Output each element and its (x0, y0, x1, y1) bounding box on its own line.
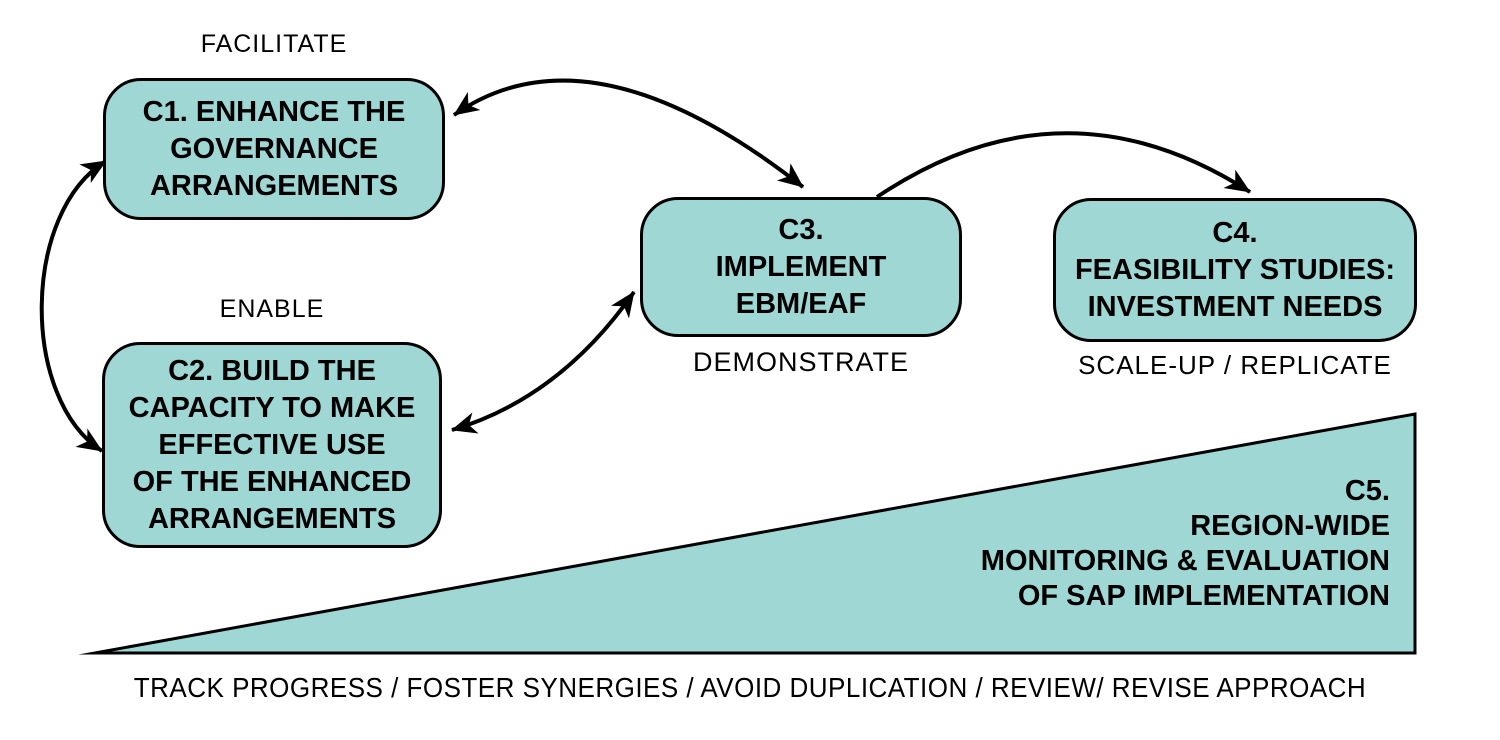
arrow-c3-c4 (875, 131, 1252, 199)
arrow-c2-c3 (451, 290, 636, 434)
scale-up-replicate-label: SCALE-UP / REPLICATE (1078, 350, 1392, 380)
demonstrate-label: DEMONSTRATE (692, 347, 909, 377)
enable-label: ENABLE (219, 295, 325, 323)
c5-triangle-text: C5. REGION-WIDE MONITORING & EVALUATION … (700, 474, 1390, 614)
arrow-c1-c3 (452, 78, 805, 189)
box-c1-enhance-governance: C1. ENHANCE THE GOVERNANCE ARRANGEMENTS (103, 78, 445, 220)
box-c1-line: C1. ENHANCE THE (142, 95, 406, 128)
box-c3-implement-ebm-eaf: C3. IMPLEMENT EBM/EAF (640, 197, 962, 337)
c5-line: REGION-WIDE (1190, 510, 1390, 542)
box-c4-line: FEASIBILITY STUDIES: (1074, 253, 1396, 286)
box-c1-line: GOVERNANCE (170, 132, 378, 165)
c5-line: MONITORING & EVALUATION (980, 545, 1390, 577)
box-c2-line: C2. BUILD THE (168, 354, 376, 387)
facilitate-label: FACILITATE (200, 30, 348, 58)
arrow-c1-c2 (39, 159, 108, 453)
box-c2-line: OF THE ENHANCED (132, 465, 412, 498)
box-c2-line: CAPACITY TO MAKE (128, 391, 416, 424)
box-c3-line: IMPLEMENT (715, 250, 887, 283)
c5-line: OF SAP IMPLEMENTATION (1017, 580, 1390, 612)
bottom-caption: TRACK PROGRESS / FOSTER SYNERGIES / AVOI… (133, 672, 1367, 703)
box-c4-line: INVESTMENT NEEDS (1087, 290, 1383, 323)
box-c2-build-capacity: C2. BUILD THE CAPACITY TO MAKE EFFECTIVE… (102, 342, 442, 548)
box-c2-line: ARRANGEMENTS (147, 502, 397, 535)
box-c4-line: C4. (1212, 216, 1258, 249)
box-c2-line: EFFECTIVE USE (158, 428, 386, 461)
box-c1-line: ARRANGEMENTS (149, 169, 399, 202)
c5-triangle-shape (78, 412, 1417, 655)
box-c3-line: EBM/EAF (735, 287, 867, 320)
box-c3-line: C3. (778, 213, 824, 246)
c5-line: C5. (1344, 475, 1390, 507)
box-c4-feasibility-studies: C4. FEASIBILITY STUDIES: INVESTMENT NEED… (1053, 198, 1417, 342)
